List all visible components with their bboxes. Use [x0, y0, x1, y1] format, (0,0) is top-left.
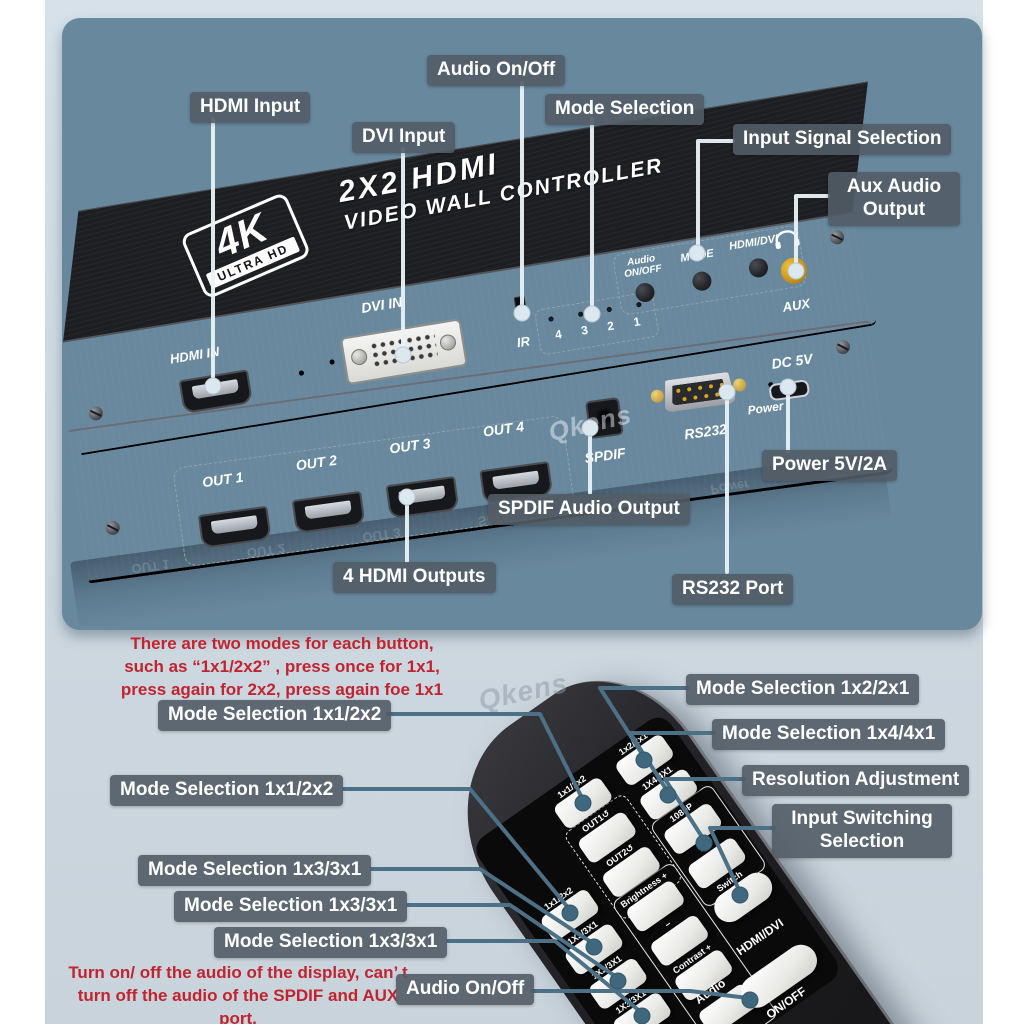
- aux-label: AUX: [781, 295, 812, 315]
- callout-mode-1x3-3x1-b: Mode Selection 1x3/3x1: [174, 891, 408, 922]
- callout-mode-1x3-3x1-a: Mode Selection 1x3/3x1: [138, 855, 372, 886]
- callout-mode-1x1-2x2-b: Mode Selection 1x1/2x2: [110, 775, 344, 806]
- screw-icon: [104, 519, 121, 536]
- audio-onoff-button: [634, 281, 656, 304]
- callout-4-hdmi-outputs: 4 HDMI Outputs: [333, 562, 496, 593]
- note-audio-warning: Turn on/ off the audio of the display, c…: [68, 963, 408, 1024]
- led-1-label: 1: [632, 314, 642, 330]
- callout-hdmi-input: HDMI Input: [190, 92, 311, 123]
- callout-input-signal-selection: Input Signal Selection: [733, 124, 952, 155]
- vent-hole: [298, 370, 305, 376]
- hdmi-dvi-button: [747, 256, 770, 279]
- callout-power: Power 5V/2A: [762, 450, 898, 481]
- hdmi-dvi-button-label: HDMI/DVI: [728, 232, 780, 253]
- dvi-in-label: DVI IN: [359, 293, 404, 316]
- screw-icon: [87, 405, 104, 422]
- spdif-label: SPDIF: [583, 444, 627, 467]
- 4k-ultra-hd-badge: 4K ULTRA HD: [179, 191, 312, 300]
- power-label: Power: [746, 398, 785, 418]
- rs232-port: [648, 366, 749, 419]
- ir-label: IR: [515, 333, 531, 351]
- dc5v-port: [768, 379, 811, 402]
- callout-spdif-audio-output: SPDIF Audio Output: [488, 494, 690, 525]
- callout-rs232-port: RS232 Port: [672, 574, 794, 605]
- dc5v-label: DC 5V: [770, 350, 814, 372]
- note-two-modes: There are two modes for each button, suc…: [120, 634, 444, 699]
- led-3-label: 3: [580, 322, 589, 338]
- mode-button: [690, 270, 713, 293]
- callout-audio-on-off-bottom: Audio On/Off: [396, 974, 535, 1005]
- callout-mode-1x2-2x1: Mode Selection 1x2/2x1: [686, 674, 920, 705]
- rs232-label: RS232: [683, 420, 728, 443]
- callout-dvi-input: DVI Input: [352, 122, 456, 153]
- mode-button-label: MOOE: [679, 247, 715, 265]
- led-4-label: 4: [553, 327, 563, 343]
- callout-mode-selection-top: Mode Selection: [545, 94, 705, 125]
- ir-receiver: [513, 295, 529, 322]
- led-2-label: 2: [606, 318, 616, 334]
- callout-resolution-adjustment: Resolution Adjustment: [742, 765, 970, 796]
- callout-mode-1x4-4x1: Mode Selection 1x4/4x1: [712, 719, 946, 750]
- dvi-in-port: [339, 318, 468, 386]
- screw-icon: [835, 339, 851, 355]
- callout-mode-1x1-2x2-a: Mode Selection 1x1/2x2: [158, 700, 392, 731]
- callout-mode-1x3-3x1-c: Mode Selection 1x3/3x1: [214, 927, 448, 958]
- hdmi-dvi-key-label: HDMI/DVI: [733, 915, 787, 959]
- callout-audio-on-off-top: Audio On/Off: [427, 55, 566, 86]
- vent-hole: [329, 359, 335, 365]
- hdmi-in-label: HDMI IN: [168, 343, 221, 367]
- screw-icon: [829, 229, 846, 246]
